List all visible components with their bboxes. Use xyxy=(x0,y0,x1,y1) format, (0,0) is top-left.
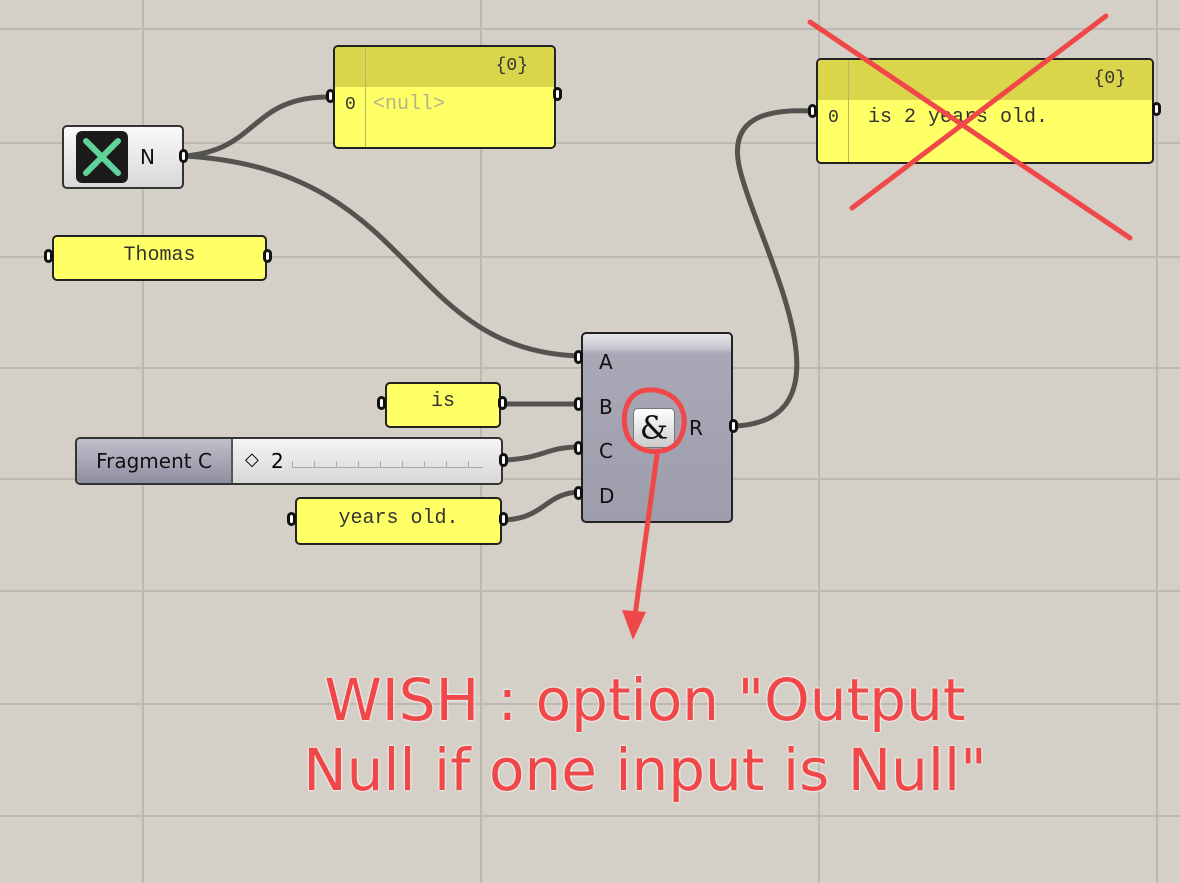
wire-slider-to-c xyxy=(504,444,581,463)
input-port[interactable] xyxy=(808,104,817,118)
grid-line xyxy=(818,0,820,883)
panel-value: is 2 years old. xyxy=(868,106,1049,129)
highlight-circle xyxy=(621,387,687,455)
panel-index: 0 xyxy=(828,108,839,128)
text-param-thomas[interactable]: Thomas xyxy=(52,235,267,281)
slider-track[interactable] xyxy=(292,461,483,468)
output-port-r[interactable] xyxy=(729,419,738,433)
input-c-label: C xyxy=(599,439,613,463)
panel-separator xyxy=(365,47,366,147)
panel-index: 0 xyxy=(345,95,356,115)
input-a-label: A xyxy=(599,350,613,374)
arrow-head xyxy=(622,610,646,640)
null-parameter[interactable]: N xyxy=(62,125,184,189)
grid-line xyxy=(1156,0,1158,883)
wire-n-to-panel xyxy=(184,94,334,159)
arrow-line xyxy=(630,452,660,633)
output-port[interactable] xyxy=(499,453,508,467)
panel-output-text[interactable]: {0} 0 is 2 years old. xyxy=(816,58,1154,164)
wire-n-to-a xyxy=(184,153,581,359)
output-r-label: R xyxy=(689,416,703,440)
null-icon xyxy=(76,131,128,183)
wire-years-to-d xyxy=(504,489,581,523)
output-port[interactable] xyxy=(179,149,188,163)
number-slider[interactable]: Fragment C ◇ 2 xyxy=(75,437,503,485)
input-d-label: D xyxy=(599,484,615,508)
output-port[interactable] xyxy=(553,87,562,101)
text-param-years-old[interactable]: years old. xyxy=(295,497,502,545)
input-port[interactable] xyxy=(44,249,53,263)
param-nickname: N xyxy=(140,145,155,169)
output-port[interactable] xyxy=(499,512,508,526)
output-port[interactable] xyxy=(1152,102,1161,116)
cross-out-line xyxy=(849,13,1109,211)
grid-line xyxy=(0,28,1180,30)
panel-path: {0} xyxy=(335,47,554,87)
cross-out-line xyxy=(807,19,1133,241)
concatenate-component[interactable]: A B C D R & xyxy=(581,332,733,523)
panel-separator xyxy=(848,60,849,162)
wire-r-to-panel xyxy=(734,108,813,429)
concatenate-icon: & xyxy=(633,408,675,448)
output-port[interactable] xyxy=(498,396,507,410)
grid-line xyxy=(0,142,1180,144)
input-port-c[interactable] xyxy=(574,441,583,455)
annotation-line-2: Null if one input is Null" xyxy=(303,736,987,804)
input-port[interactable] xyxy=(326,89,335,103)
output-port[interactable] xyxy=(263,249,272,263)
grid-line xyxy=(0,815,1180,817)
panel-value: <null> xyxy=(373,93,446,116)
grid-line xyxy=(0,703,1180,705)
annotation-line-1: WISH : option "Output xyxy=(324,666,966,734)
input-port[interactable] xyxy=(287,512,296,526)
slider-grip-icon[interactable]: ◇ xyxy=(245,449,259,470)
grid-line xyxy=(0,256,1180,258)
input-b-label: B xyxy=(599,395,613,419)
slider-value: 2 xyxy=(271,449,284,473)
input-port-d[interactable] xyxy=(574,486,583,500)
input-port[interactable] xyxy=(377,396,386,410)
slider-label: Fragment C xyxy=(77,439,233,483)
input-port-a[interactable] xyxy=(574,350,583,364)
input-port-b[interactable] xyxy=(574,397,583,411)
grid-line xyxy=(0,590,1180,592)
